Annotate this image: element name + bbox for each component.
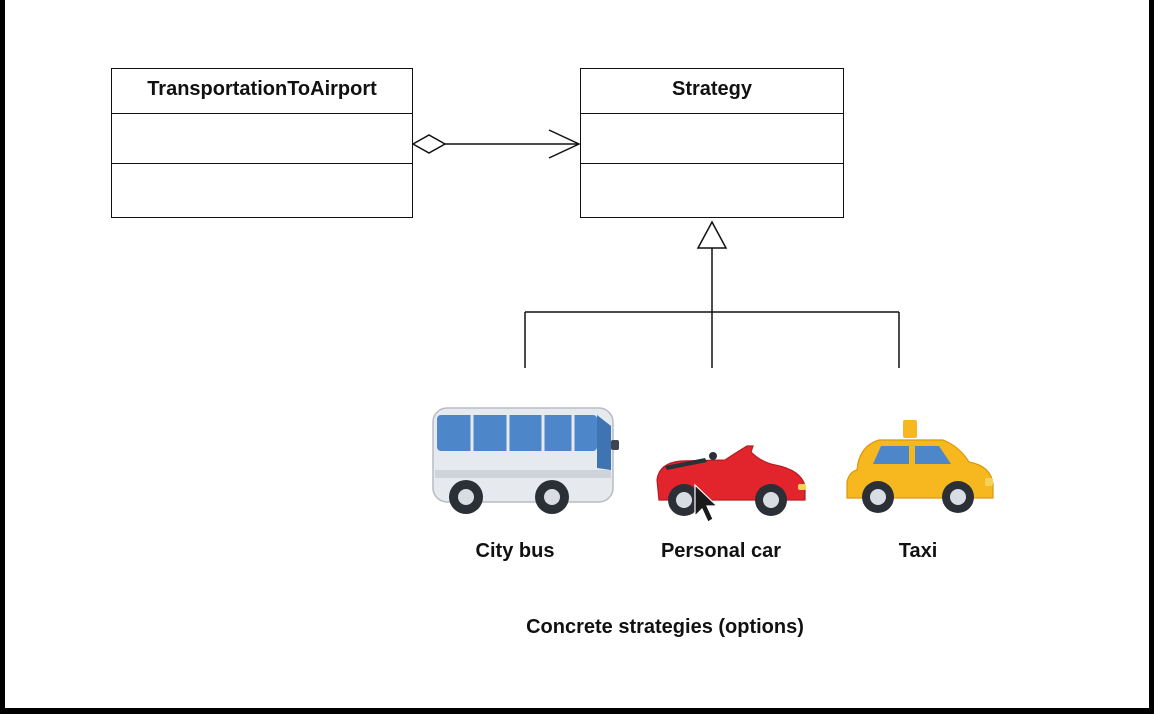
mouse-cursor-icon (694, 483, 719, 523)
vehicle-label-personal-car: Personal car (660, 540, 782, 562)
strategy-class-operations (581, 164, 843, 217)
bus-icon (432, 407, 619, 514)
context-class-attributes (112, 114, 412, 164)
vehicle-label-city-bus: City bus (475, 540, 555, 562)
taxi-icon (846, 420, 994, 513)
context-class-box: TransportationToAirport (111, 68, 413, 218)
context-class-name: TransportationToAirport (112, 69, 412, 114)
strategy-class-box: Strategy (580, 68, 844, 218)
strategy-class-name: Strategy (581, 69, 843, 114)
association-arrowhead (548, 129, 581, 159)
vehicle-label-taxi: Taxi (898, 540, 938, 562)
convertible-car-icon (656, 445, 806, 516)
diagram-canvas: TransportationToAirport Strategy City bu… (5, 0, 1149, 708)
connectors-layer (411, 129, 994, 523)
aggregation-diamond (411, 134, 447, 154)
context-class-operations (112, 164, 412, 217)
concrete-strategies-caption: Concrete strategies (options) (526, 616, 804, 638)
generalization-triangle (696, 220, 728, 249)
strategy-class-attributes (581, 114, 843, 164)
